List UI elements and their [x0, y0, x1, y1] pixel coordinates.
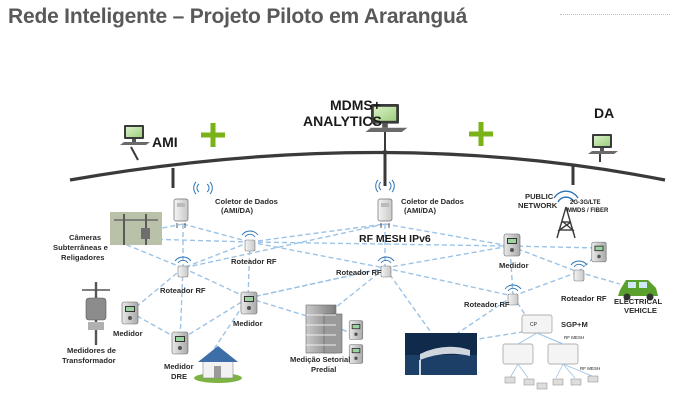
building-label-1: Medição Setorial — [290, 355, 350, 364]
rf-mesh-small-label-2: RF MESH — [580, 366, 600, 371]
collector-mid-label-2: (AMI/DA) — [404, 206, 437, 215]
meter-right-icon — [503, 233, 521, 257]
ami-computer-icon — [120, 125, 150, 145]
da-computer-icon — [588, 134, 618, 154]
building-icon — [305, 304, 343, 354]
cameras-label-1: Câmeras — [69, 233, 101, 242]
meter-left-label: Medidor — [113, 329, 143, 338]
public-network-label-2: NETWORK — [518, 201, 558, 210]
cp-label: CP — [530, 322, 538, 328]
router-label-3: Roteador RF — [336, 268, 382, 277]
collector-left-icon — [173, 198, 189, 229]
street-light-photo — [405, 333, 477, 375]
building-label-2: Predial — [311, 365, 336, 374]
page-title: Rede Inteligente – Projeto Piloto em Ara… — [8, 5, 468, 28]
router-icon-1 — [241, 230, 259, 252]
cameras-label-2: Subterrâneas e — [53, 243, 108, 252]
rf-mesh-label: RF MESH IPv6 — [359, 233, 431, 245]
plus-icon-left — [201, 123, 225, 147]
rf-mesh-small-label: RF MESH — [564, 335, 584, 340]
collector-mid-label-1: Coletor de Dados — [401, 197, 464, 206]
meter-far-right-icon — [591, 241, 607, 263]
building-meter-icon-1 — [348, 320, 364, 340]
meter-mid-label: Medidor — [233, 319, 263, 328]
meter-mid-icon — [240, 291, 258, 315]
camera-pole-icon — [110, 212, 162, 245]
transformer-icon — [82, 282, 110, 345]
house-solar-icon — [194, 346, 242, 383]
collector-left-label-1: Coletor de Dados — [215, 197, 278, 206]
backbone-arc — [69, 150, 666, 182]
da-label: DA — [594, 105, 614, 121]
cell-tech-label-1: 2G-3G/LTE — [570, 200, 601, 206]
router-icon-5 — [570, 260, 588, 282]
meter-dre-label-2: DRE — [171, 372, 187, 381]
collector-mid-icon — [377, 198, 393, 229]
router-label-5: Roteador RF — [561, 294, 607, 303]
ev-label-1: ELECTRICAL — [614, 297, 662, 306]
transformer-meters-label-1: Medidores de — [67, 346, 116, 355]
cell-tech-label-2: MMDS / FIBER — [567, 208, 609, 214]
title-divider — [560, 14, 670, 15]
plus-icon-right — [469, 122, 493, 146]
ev-label-2: VEHICLE — [624, 306, 657, 315]
meter-dre-icon — [171, 331, 189, 355]
router-label-2: Roteador RF — [160, 286, 206, 295]
ami-label: AMI — [152, 134, 178, 150]
collector-left-label-2: (AMI/DA) — [221, 206, 254, 215]
router-label-1: Roteador RF — [231, 257, 277, 266]
router-label-4: Roteador RF — [464, 300, 510, 309]
mdms-label-line1: MDMS+ — [330, 97, 381, 113]
meter-right-label: Medidor — [499, 261, 529, 270]
mdms-label-line2: ANALYTICS — [303, 113, 382, 129]
public-network-label-1: PUBLIC — [525, 192, 554, 201]
meter-dre-label-1: Medidor — [164, 362, 194, 371]
electric-vehicle-icon — [618, 280, 658, 301]
sgp-label: SGP+M — [561, 320, 588, 329]
wifi-left-icon — [193, 181, 213, 195]
cameras-label-3: Religadores — [61, 253, 104, 262]
cell-tower-icon — [553, 190, 579, 239]
building-meter-icon-2 — [348, 344, 364, 364]
transformer-meters-label-2: Transformador — [62, 356, 116, 365]
meter-left-icon — [121, 301, 139, 325]
sgp-device-icon — [502, 314, 599, 390]
